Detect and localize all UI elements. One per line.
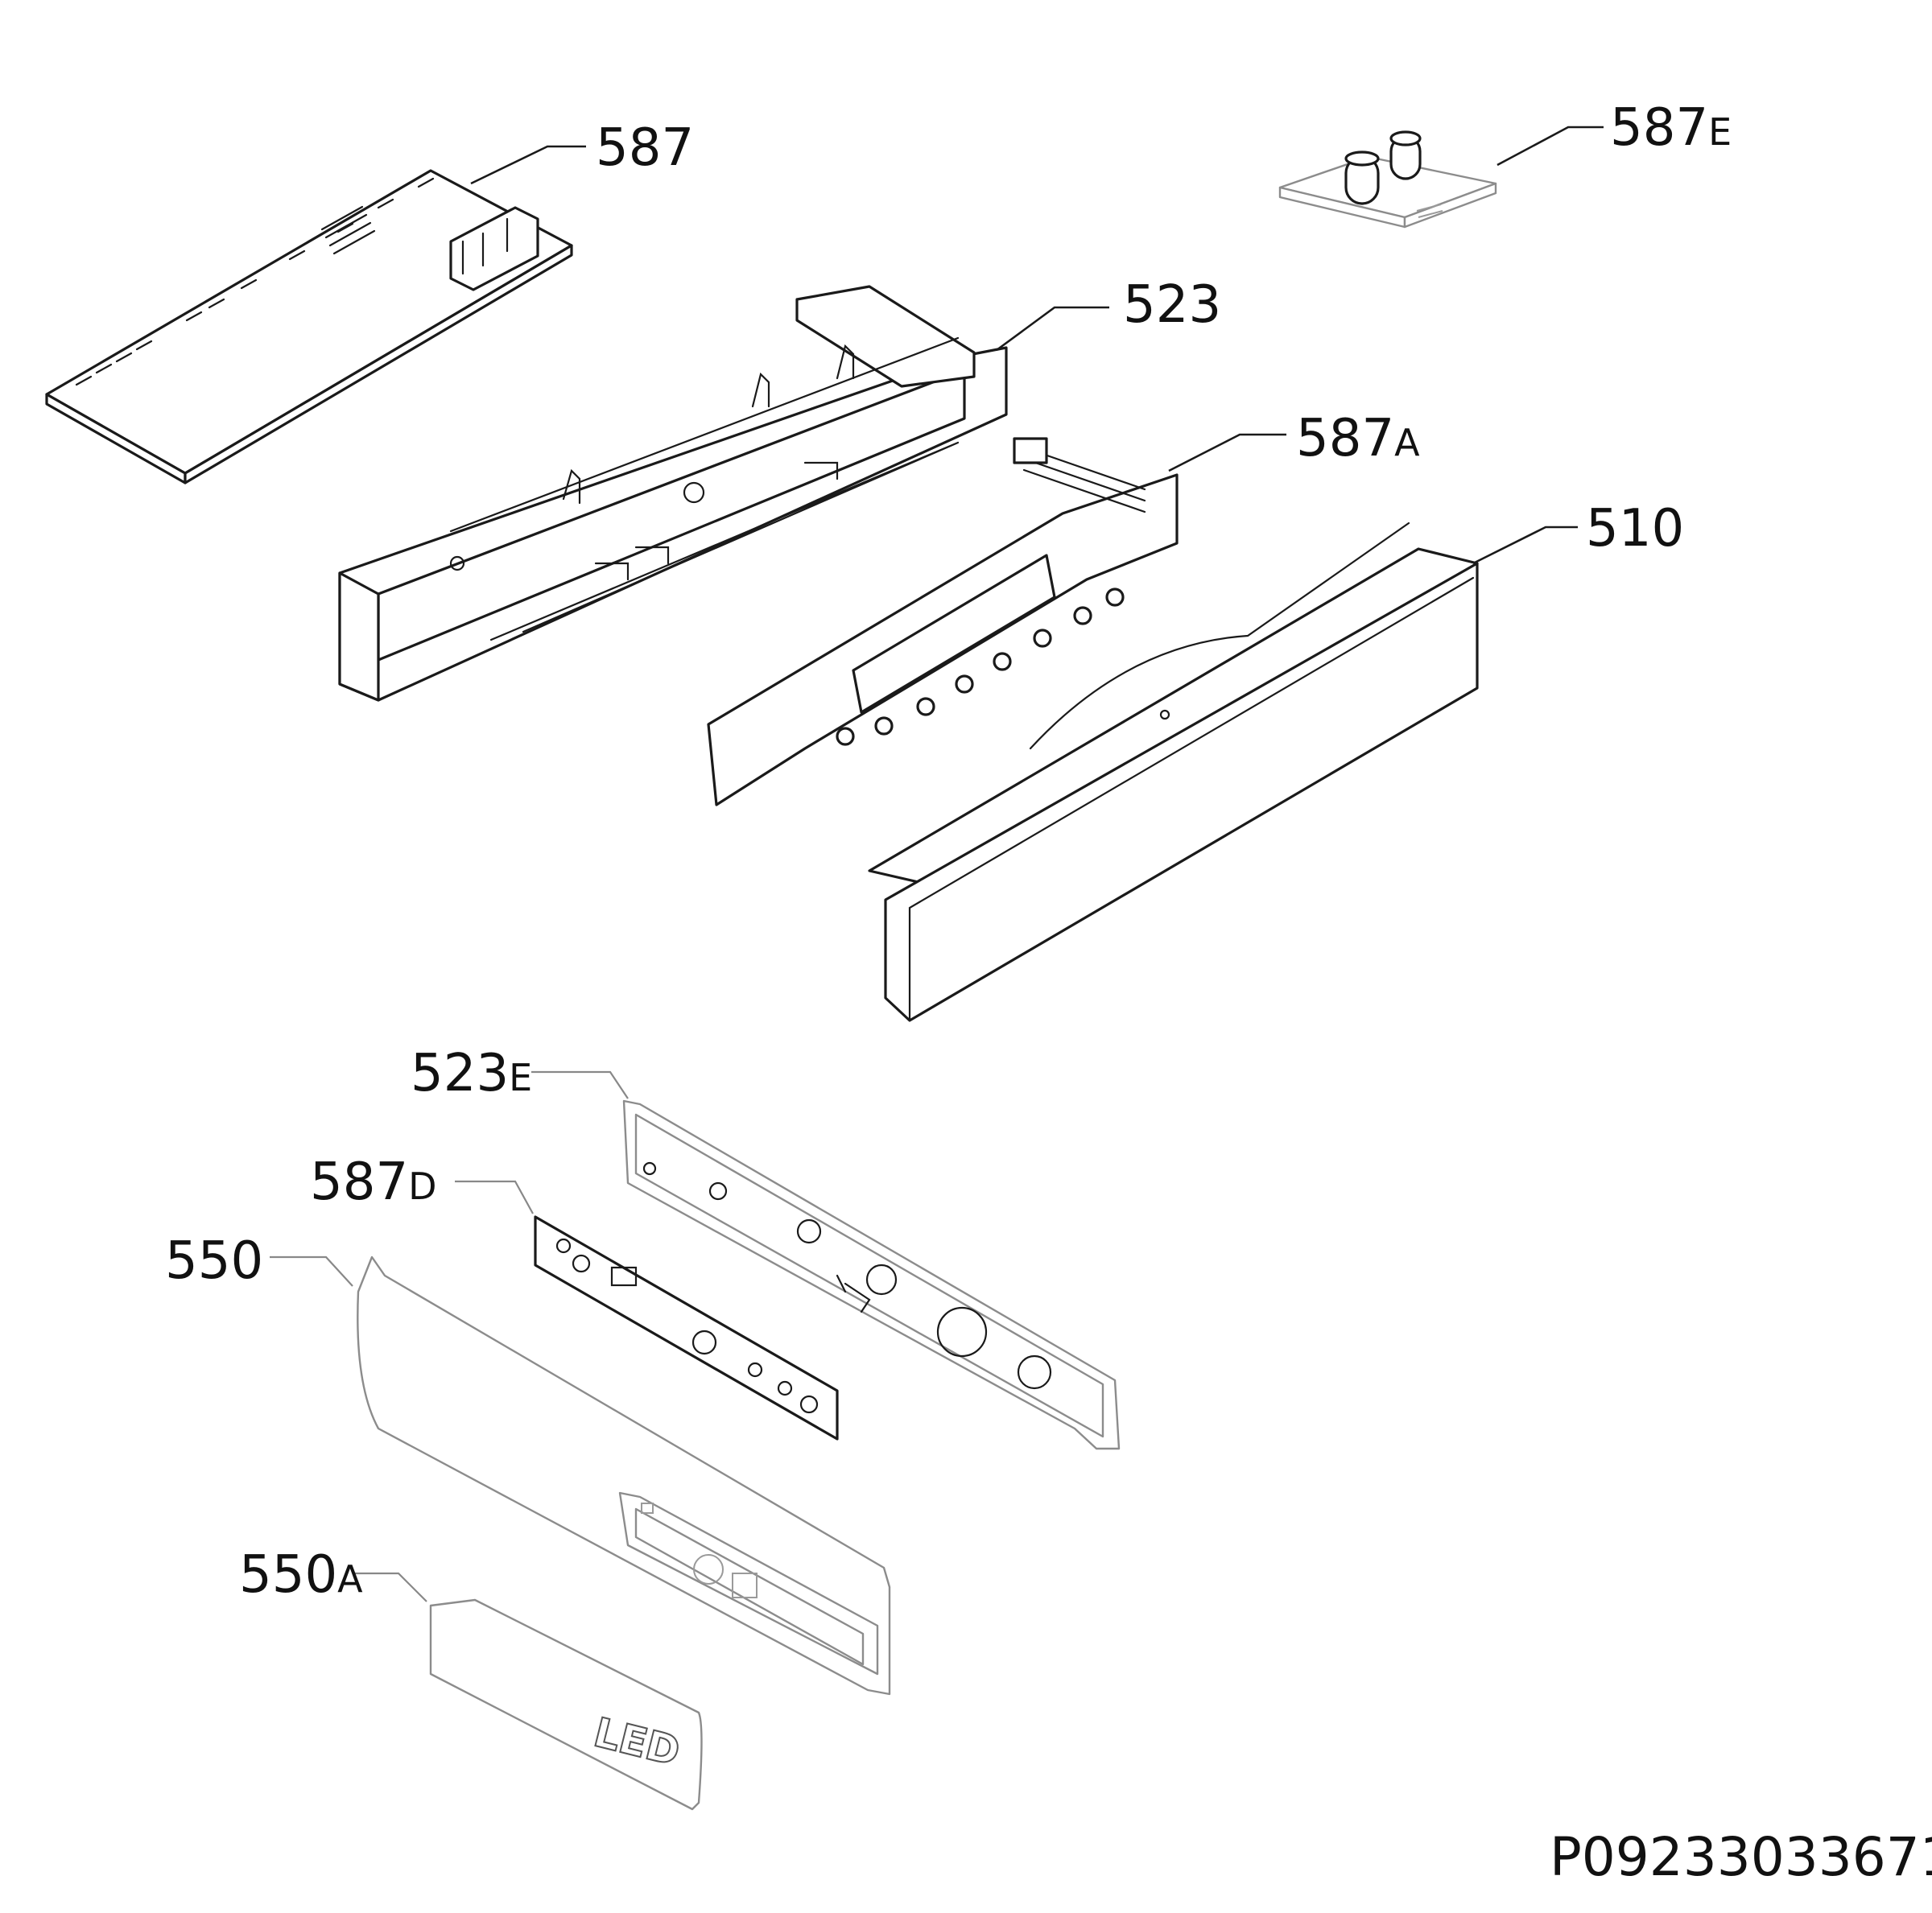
label-523e: 523E bbox=[411, 1044, 629, 1103]
part-550a-led-cover: LED bbox=[429, 1598, 703, 1811]
svg-text:587D: 587D bbox=[310, 1152, 437, 1212]
part-523-housing bbox=[338, 285, 1008, 702]
part-550-front-cover bbox=[357, 1255, 891, 1696]
label-550: 550 bbox=[165, 1231, 353, 1291]
svg-text:550: 550 bbox=[165, 1231, 263, 1291]
label-523: 523 bbox=[996, 275, 1221, 352]
part-587d-led-board bbox=[534, 1215, 839, 1441]
svg-text:587A: 587A bbox=[1296, 409, 1420, 468]
part-587a-button-board bbox=[707, 437, 1179, 806]
svg-text:523E: 523E bbox=[411, 1044, 532, 1103]
label-587: 587 bbox=[470, 118, 694, 185]
part-587-control-board bbox=[45, 169, 573, 484]
svg-text:510: 510 bbox=[1586, 499, 1684, 559]
svg-text:587: 587 bbox=[596, 118, 694, 178]
label-587d: 587D bbox=[310, 1152, 534, 1214]
label-510: 510 bbox=[1472, 499, 1684, 565]
label-550a: 550A bbox=[239, 1545, 427, 1605]
svg-text:523: 523 bbox=[1123, 275, 1221, 335]
svg-text:587E: 587E bbox=[1610, 98, 1732, 158]
svg-text:550A: 550A bbox=[239, 1545, 363, 1605]
label-587e: 587E bbox=[1496, 98, 1732, 167]
drawing-code: P09233033671 bbox=[1550, 1826, 1932, 1888]
label-587a: 587A bbox=[1168, 409, 1420, 472]
part-523e-front-frame bbox=[622, 1099, 1121, 1450]
part-587e-capacitor-board bbox=[1278, 130, 1497, 229]
part-510-profile-bar bbox=[868, 522, 1479, 1022]
